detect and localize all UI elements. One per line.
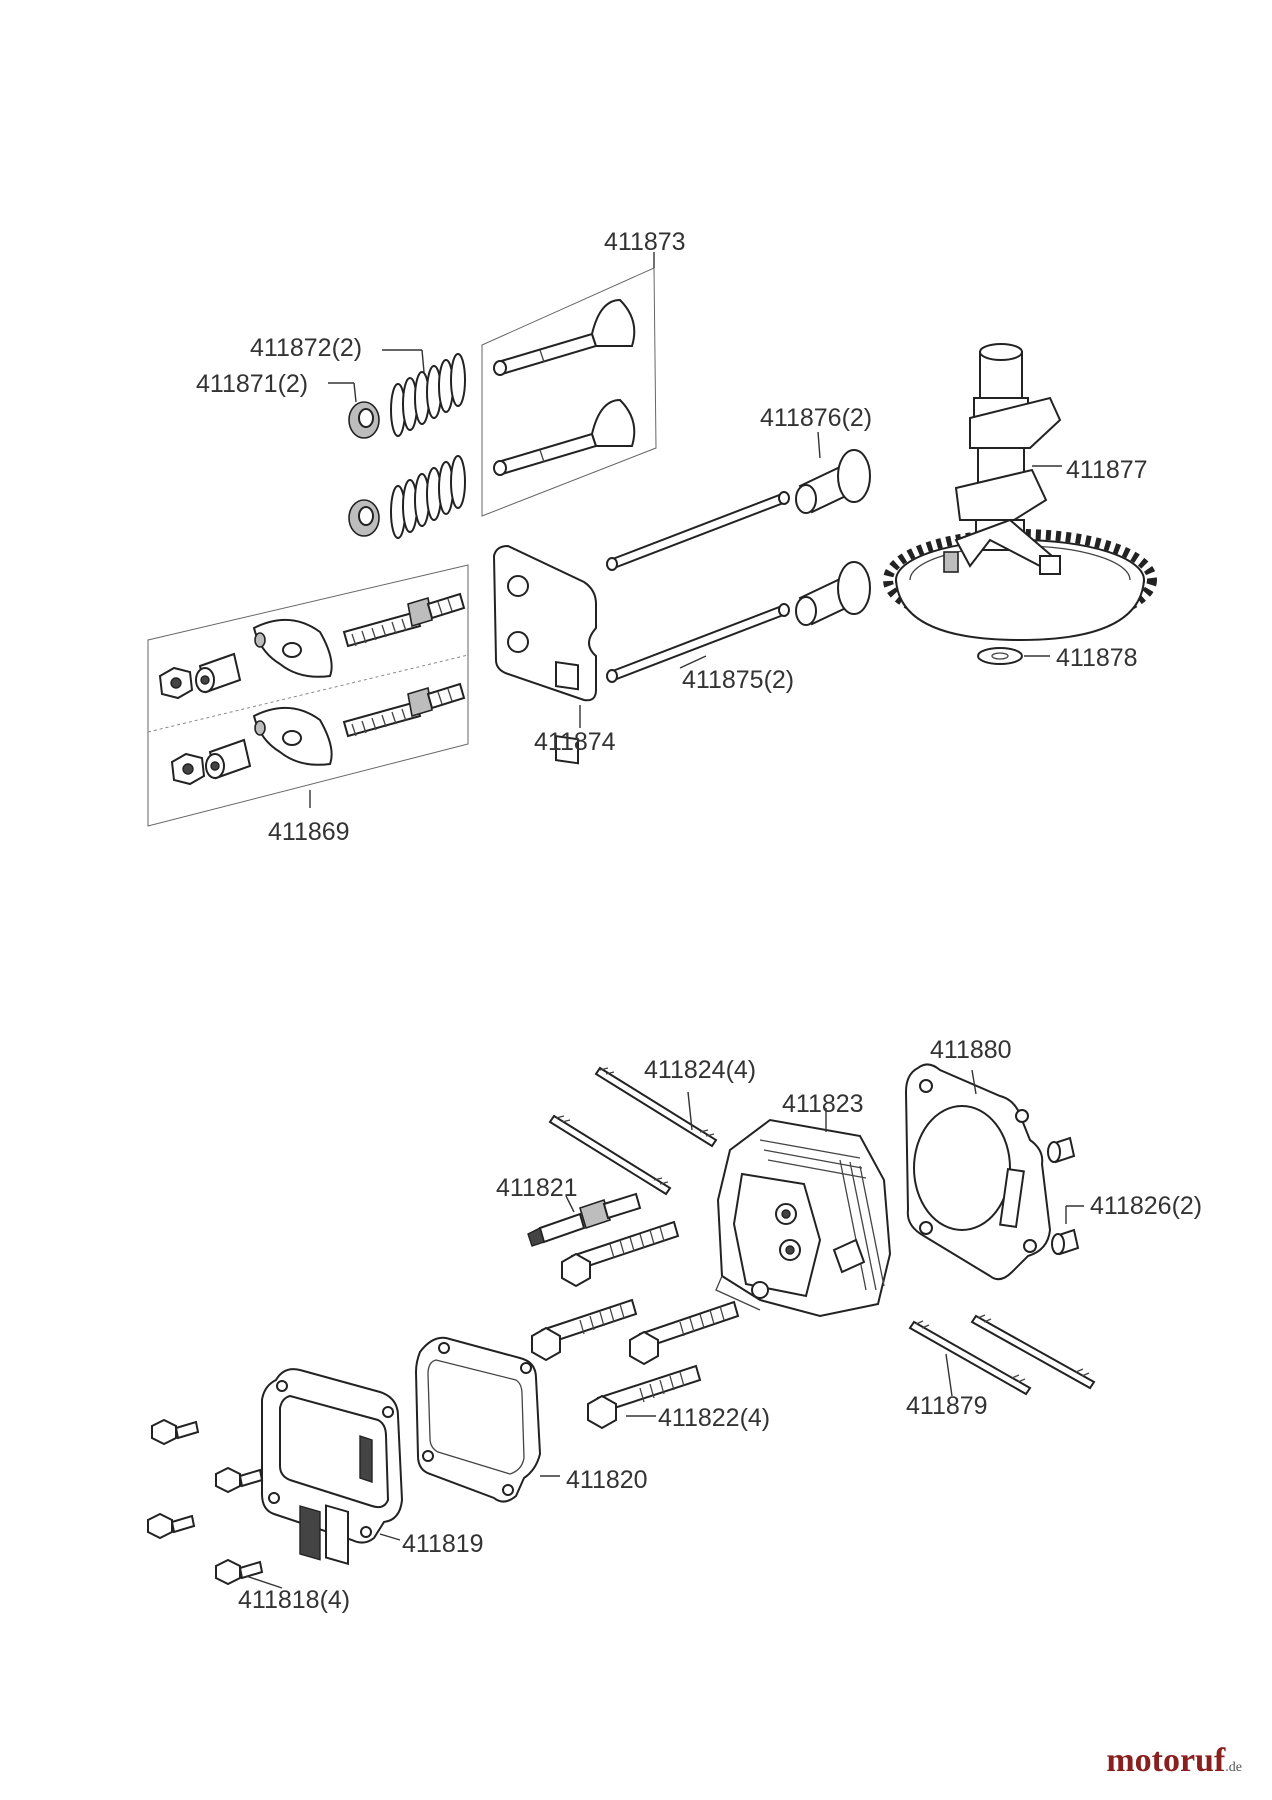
- cylinder-head: [715, 1108, 892, 1318]
- leader-411875: [679, 655, 707, 669]
- cylinder-stud-a: [908, 1320, 1032, 1396]
- rocker-pivot-upper: [195, 652, 242, 694]
- label-411876: 411876(2): [760, 404, 872, 432]
- label-411822: 411822(4): [658, 1404, 770, 1432]
- push-rod-upper: [606, 491, 790, 571]
- head-bolt-a: [561, 1220, 680, 1288]
- head-gasket: [904, 1063, 1052, 1281]
- leader-411876: [817, 431, 821, 459]
- valve-spring-lower: [390, 455, 466, 539]
- label-411871: 411871(2): [196, 370, 308, 398]
- spark-plug: [527, 1192, 642, 1247]
- watermark-tld: .de: [1225, 1760, 1242, 1775]
- push-rod-guide-plate: [492, 544, 597, 765]
- label-411872: 411872(2): [250, 334, 362, 362]
- label-411874: 411874: [534, 728, 616, 756]
- rocker-arm-upper: [252, 618, 333, 678]
- label-411819: 411819: [402, 1530, 484, 1558]
- watermark-logo: motoruf.de: [1106, 1742, 1242, 1780]
- cylinder-stud-b: [970, 1314, 1096, 1390]
- cover-bolt-b: [215, 1466, 264, 1494]
- leader-411818: [245, 1575, 283, 1589]
- valve-kit-outline: [481, 252, 657, 517]
- dowel-pin-lower: [1051, 1228, 1080, 1256]
- label-411824: 411824(4): [644, 1056, 756, 1084]
- leader-411872-drop: [421, 349, 425, 373]
- cover-bolt-d: [215, 1558, 264, 1586]
- camshaft-washer: [977, 647, 1050, 665]
- label-411820: 411820: [566, 1466, 648, 1494]
- rocker-pivot-lower: [205, 738, 252, 780]
- valve-upper: [493, 298, 636, 376]
- valve-spring-upper: [390, 353, 466, 437]
- label-411869: 411869: [268, 818, 350, 846]
- head-bolt-c: [629, 1300, 740, 1366]
- rocker-nut-lower: [170, 752, 206, 786]
- label-411880: 411880: [930, 1036, 1012, 1064]
- rocker-stud-upper: [342, 592, 466, 648]
- label-411821: 411821: [496, 1174, 578, 1202]
- label-411879: 411879: [906, 1392, 988, 1420]
- head-stud-long-a: [594, 1066, 718, 1148]
- camshaft: [943, 343, 1062, 575]
- head-bolt-d: [587, 1364, 702, 1430]
- label-411826: 411826(2): [1090, 1192, 1202, 1220]
- label-411877: 411877: [1066, 456, 1148, 484]
- rocker-kit-outline: [147, 564, 469, 827]
- rocker-cover: [261, 1368, 404, 1566]
- leader-411871-drop: [353, 382, 357, 403]
- cover-bolt-c: [147, 1512, 196, 1540]
- spring-retainer-upper: [348, 401, 380, 439]
- tappet-lower: [795, 561, 871, 626]
- valve-lower: [493, 398, 636, 476]
- dowel-pin-upper: [1047, 1136, 1076, 1164]
- label-411875: 411875(2): [682, 666, 794, 694]
- tappet-upper: [795, 449, 871, 514]
- label-411818: 411818(4): [238, 1586, 350, 1614]
- head-bolt-b: [531, 1298, 638, 1362]
- leader-411879: [945, 1353, 953, 1397]
- leader-411824: [687, 1091, 693, 1131]
- label-411873: 411873: [604, 228, 686, 256]
- rocker-stud-lower: [342, 682, 466, 738]
- label-411823: 411823: [782, 1090, 864, 1118]
- head-stud-long-b: [548, 1114, 672, 1196]
- push-rod-lower: [606, 603, 790, 683]
- label-411878: 411878: [1056, 644, 1138, 672]
- spring-retainer-lower: [348, 499, 380, 537]
- rocker-cover-gasket: [414, 1336, 560, 1503]
- cover-bolt-a: [151, 1418, 200, 1446]
- watermark-name: motoruf: [1106, 1742, 1226, 1779]
- rocker-arm-lower: [252, 706, 333, 766]
- rocker-nut-upper: [158, 666, 194, 700]
